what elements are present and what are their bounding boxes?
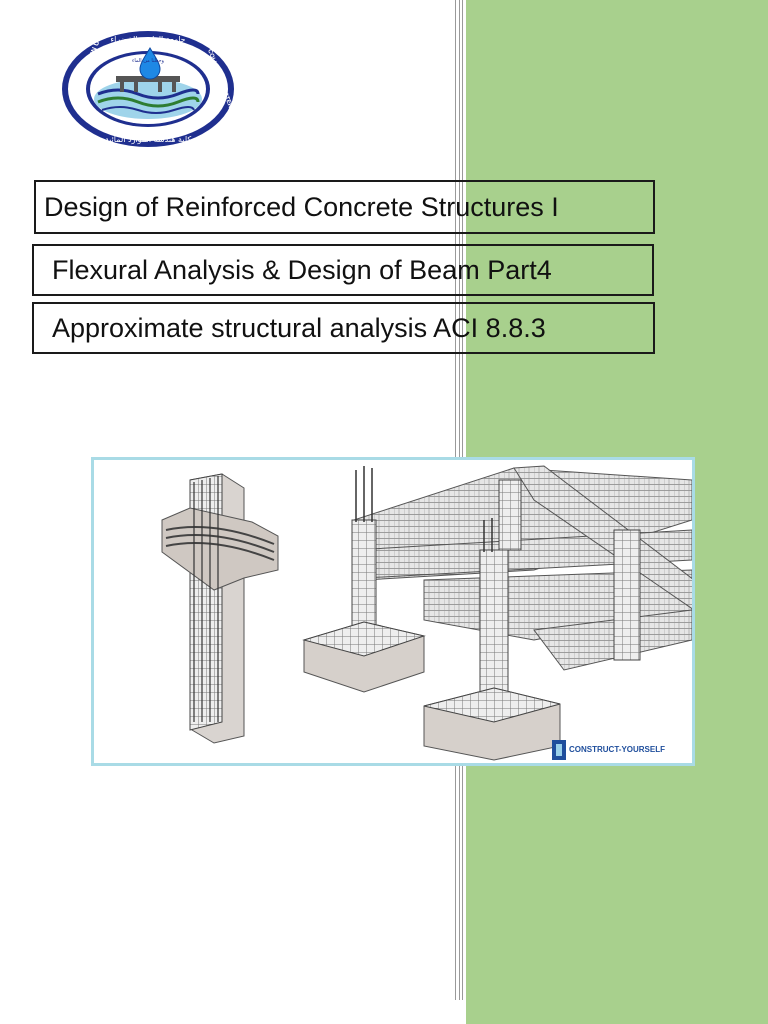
seal-bottom-text: كلية هندسة الموارد المائية xyxy=(105,135,192,144)
university-seal-icon: AL-QASIM GREEN UNIVERSITY COLLEGE OF WAT… xyxy=(58,5,262,187)
seal-top-text: جامعة القاسم الخضراء xyxy=(110,35,185,44)
topic-title-box: Flexural Analysis & Design of Beam Part4 xyxy=(32,244,654,296)
construct-yourself-logo: CONSTRUCT-YOURSELF xyxy=(552,740,665,760)
course-title: Design of Reinforced Concrete Structures… xyxy=(44,191,559,222)
frame-structure-model xyxy=(302,465,692,761)
column-joint-model xyxy=(161,473,279,744)
course-title-box: Design of Reinforced Concrete Structures… xyxy=(34,180,655,234)
subtopic-title-box: Approximate structural analysis ACI 8.8.… xyxy=(32,302,655,354)
subtopic-title: Approximate structural analysis ACI 8.8.… xyxy=(52,312,546,343)
rebar-frame-illustration: CONSTRUCT-YOURSELF xyxy=(91,457,695,766)
seal-inner-text: وجعلنا من الماء xyxy=(132,58,165,64)
watermark-text: CONSTRUCT-YOURSELF xyxy=(569,745,665,754)
topic-title: Flexural Analysis & Design of Beam Part4 xyxy=(52,254,552,285)
